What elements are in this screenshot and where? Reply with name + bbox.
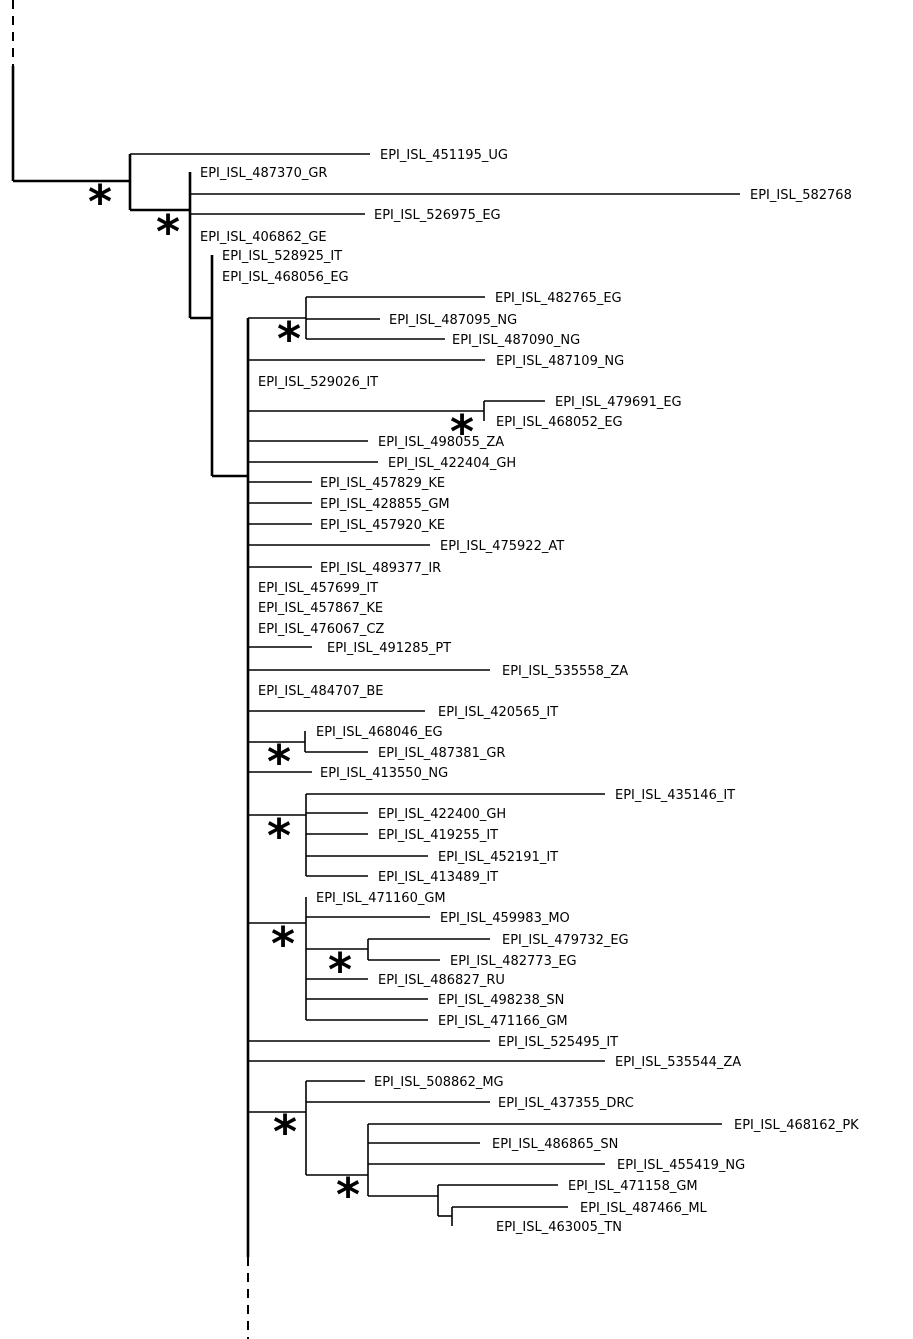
support-asterisk-c7: * [267,809,291,863]
tip-label-ke457867: EPI_ISL_457867_KE [258,601,383,616]
tip-label-ge406862: EPI_ISL_406862_GE [200,230,327,245]
tip-label-gh422400: EPI_ISL_422400_GH [378,807,506,822]
support-asterisk-c10: * [273,1105,297,1159]
support-asterisk-c6: * [267,735,291,789]
tip-label-it413489: EPI_ISL_413489_IT [378,870,498,885]
tip-label-cz476067: EPI_ISL_476067_CZ [258,622,384,637]
tip-label-it420565: EPI_ISL_420565_IT [438,705,558,720]
tip-label-gm471158: EPI_ISL_471158_GM [568,1179,698,1194]
tip-label-pt491285: EPI_ISL_491285_PT [327,641,451,656]
tip-label-it528925: EPI_ISL_528925_IT [222,249,342,264]
support-asterisk-c11: * [336,1168,360,1222]
tip-label-ir489377: EPI_ISL_489377_IR [320,561,441,576]
support-asterisk-c9: * [328,943,352,997]
tip-label-it419255: EPI_ISL_419255_IT [378,828,498,843]
tip-label-eg482773: EPI_ISL_482773_EG [450,954,577,969]
tip-label-za535544: EPI_ISL_535544_ZA [615,1055,741,1070]
tip-label-mo459983: EPI_ISL_459983_MO [440,911,570,926]
tip-label-gm471166: EPI_ISL_471166_GM [438,1014,568,1029]
tip-label-eg468052: EPI_ISL_468052_EG [496,415,623,430]
tip-label-gr487370: EPI_ISL_487370_GR [200,166,327,181]
tip-label-ug451195: EPI_ISL_451195_UG [380,148,508,163]
tip-label-at475922: EPI_ISL_475922_AT [440,539,564,554]
tip-label-q582768: EPI_ISL_582768 [750,188,852,203]
tip-label-it457699: EPI_ISL_457699_IT [258,581,378,596]
tip-label-ng487109: EPI_ISL_487109_NG [496,354,624,369]
support-asterisk-c8: * [271,917,295,971]
support-asterisk-c4: * [277,312,301,366]
tip-label-be484707: EPI_ISL_484707_BE [258,684,383,699]
tip-label-gh422404: EPI_ISL_422404_GH [388,456,516,471]
tip-label-eg468046: EPI_ISL_468046_EG [316,725,443,740]
tip-label-it525495: EPI_ISL_525495_IT [498,1035,618,1050]
tip-label-sn498238: EPI_ISL_498238_SN [438,993,564,1008]
tip-label-ng487090: EPI_ISL_487090_NG [452,333,580,348]
support-asterisk-c2: * [156,205,180,259]
tip-label-ml487466: EPI_ISL_487466_ML [580,1201,708,1216]
tip-label-gr487381: EPI_ISL_487381_GR [378,746,505,761]
tip-label-za498055: EPI_ISL_498055_ZA [378,435,504,450]
tip-label-eg468056: EPI_ISL_468056_EG [222,270,349,285]
tip-label-gm471160: EPI_ISL_471160_GM [316,891,446,906]
tip-label-eg526975: EPI_ISL_526975_EG [374,208,501,223]
tip-labels: EPI_ISL_451195_UG EPI_ISL_487370_GR EPI_IS… [200,148,859,1235]
tip-label-gm428855: EPI_ISL_428855_GM [320,497,450,512]
tip-label-it529026: EPI_ISL_529026_IT [258,375,378,390]
tip-label-drc437355: EPI_ISL_437355_DRC [498,1096,634,1111]
tip-label-it452191: EPI_ISL_452191_IT [438,850,558,865]
tip-label-ng487095: EPI_ISL_487095_NG [389,313,517,328]
tip-label-za535558: EPI_ISL_535558_ZA [502,664,628,679]
tip-label-pk468162: EPI_ISL_468162_PK [734,1118,859,1133]
tip-label-eg479691: EPI_ISL_479691_EG [555,395,682,410]
tip-label-ke457920: EPI_ISL_457920_KE [320,518,445,533]
support-asterisk-c1: * [88,175,112,229]
tip-label-ru486827: EPI_ISL_486827_RU [378,973,505,988]
tree-branches [11,0,740,1339]
tip-label-ng455419: EPI_ISL_455419_NG [617,1158,745,1173]
tip-label-mg508862: EPI_ISL_508862_MG [374,1075,504,1090]
tip-label-eg479732: EPI_ISL_479732_EG [502,933,629,948]
support-markers: * * * * * * * * * * [88,175,474,1222]
tip-label-ke457829: EPI_ISL_457829_KE [320,476,445,491]
support-asterisk-c5: * [450,405,474,459]
tip-label-sn486865: EPI_ISL_486865_SN [492,1137,618,1152]
tip-label-ng413550: EPI_ISL_413550_NG [320,766,448,781]
tip-label-it435146: EPI_ISL_435146_IT [615,788,735,803]
tip-label-eg482765: EPI_ISL_482765_EG [495,291,622,306]
tip-label-tn463005: EPI_ISL_463005_TN [496,1220,622,1235]
